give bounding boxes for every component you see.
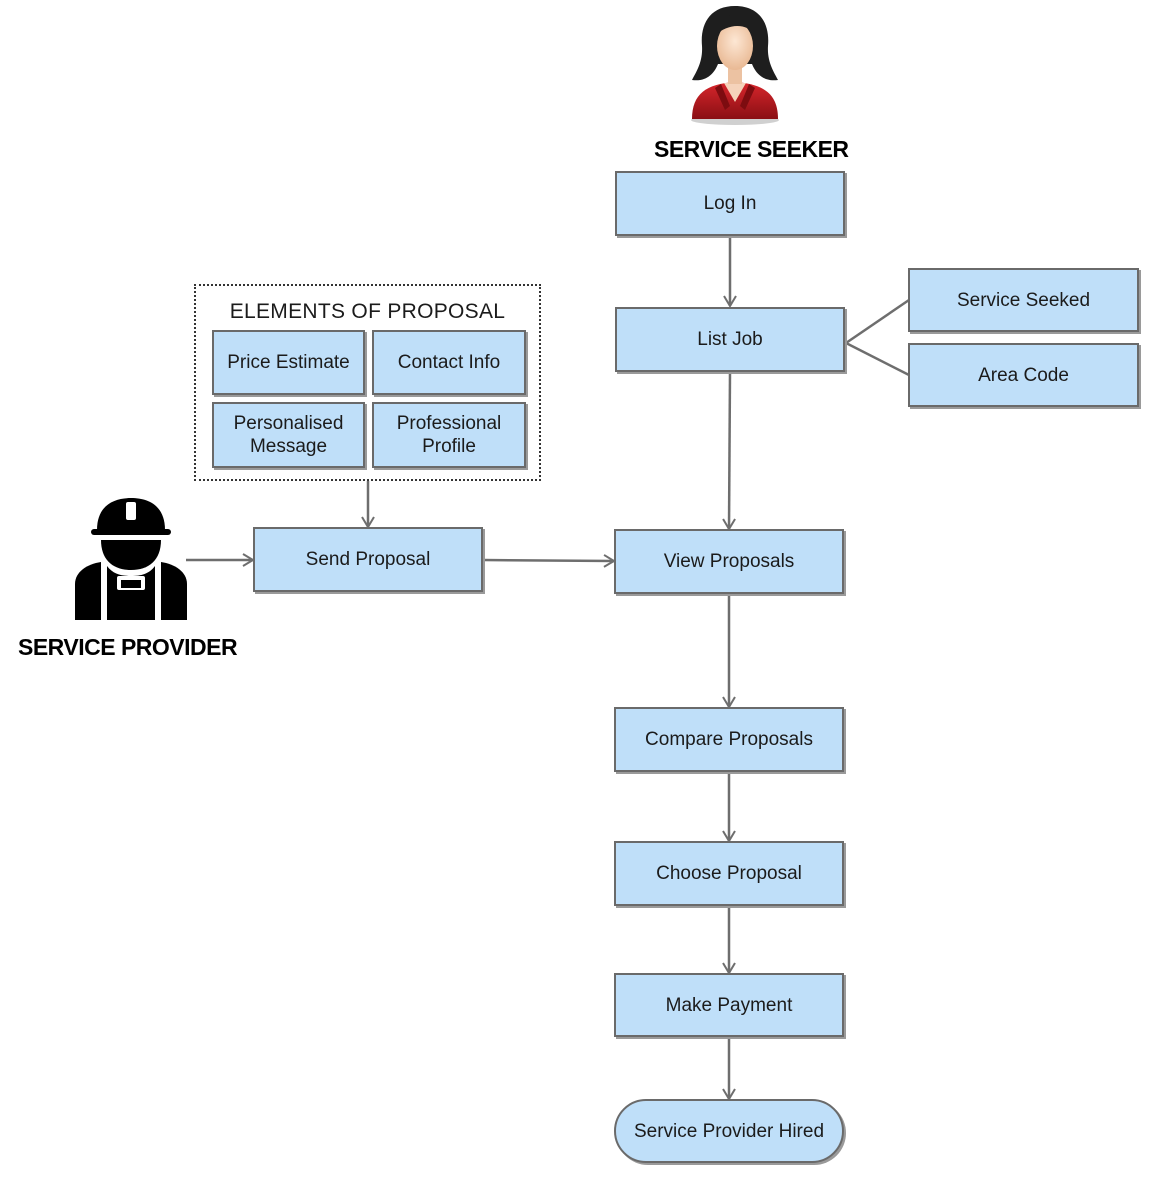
elements-of-proposal-title: ELEMENTS OF PROPOSAL <box>229 300 506 323</box>
service-provider-label: SERVICE PROVIDER <box>18 634 238 660</box>
line-listjob-to-area-code <box>845 341 910 377</box>
log-in-box: Log In <box>615 171 845 236</box>
choose-proposal-box: Choose Proposal <box>614 841 844 906</box>
service-seeker-label: SERVICE SEEKER <box>654 136 849 162</box>
compare-proposals-box: Compare Proposals <box>614 707 844 772</box>
send-proposal-box: Send Proposal <box>253 527 483 592</box>
list-job-box: List Job <box>615 307 845 372</box>
price-estimate-box: Price Estimate <box>212 330 365 395</box>
personalised-message-box: Personalised Message <box>212 402 365 468</box>
contact-info-box: Contact Info <box>372 330 526 395</box>
arrow-listjob-to-view <box>722 371 736 531</box>
line-listjob-to-service-seeked <box>845 298 910 345</box>
construction-worker-icon <box>75 498 187 620</box>
service-seeked-box: Service Seeked <box>908 268 1139 332</box>
make-payment-box: Make Payment <box>614 973 844 1037</box>
view-proposals-box: View Proposals <box>614 529 844 594</box>
area-code-box: Area Code <box>908 343 1139 407</box>
woman-avatar-icon <box>691 6 779 125</box>
arrow-send-to-view <box>482 554 616 568</box>
professional-profile-box: Professional Profile <box>372 402 526 468</box>
service-provider-hired-terminal: Service Provider Hired <box>614 1099 844 1163</box>
elements-of-proposal-group: ELEMENTS OF PROPOSAL <box>194 284 541 481</box>
